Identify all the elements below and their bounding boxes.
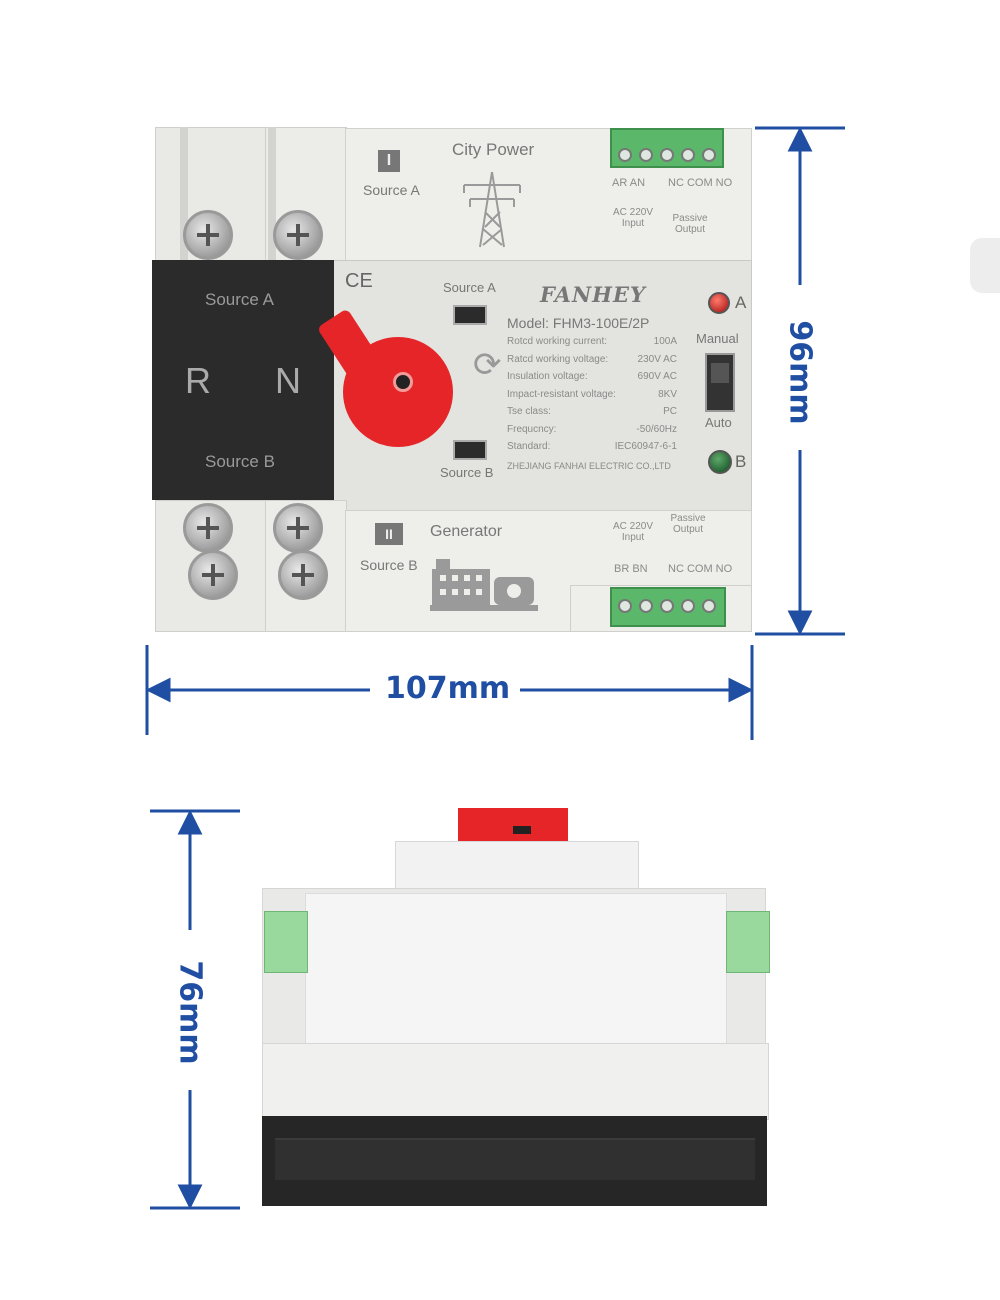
spec-row: Frequcncy: -50/60Hz [507,424,677,442]
output-terms-top: NC COM NO [668,177,733,189]
terminal-cover [152,260,334,500]
roman-two-badge: II [375,523,403,545]
device-top-view: I Source A City Power AR AN NC COM NO AC… [150,125,752,635]
top-right-terminal-screw [273,210,323,260]
height-dimension-label: 96mm [782,320,818,425]
generator-icon [430,559,538,611]
spec-key: Frequcncy: [507,423,557,435]
spec-value: 100A [653,336,677,347]
city-power-label: City Power [452,140,535,159]
cover-source-b: Source B [205,452,275,471]
side-left-terminal [264,911,308,973]
top-left-terminal-screw [183,210,233,260]
cover-r-label: R [185,360,211,401]
brand-logo: FANHEY [540,282,647,307]
bottom-right-lower-screw [278,550,328,600]
spec-value: IEC60947-6-1 [614,441,677,452]
model-label: Model: FHM3-100E/2P [507,315,650,331]
dimension-lines-side [150,809,240,1210]
edge-partial-shape [970,238,1000,293]
spec-row: Tse class: PC [507,406,677,424]
manual-label: Manual [696,331,739,346]
roman-one-badge: I [378,150,400,172]
side-handle-slot [513,826,531,834]
source-b-label-bottom: Source B [360,557,418,573]
spec-key: Standard: [507,441,551,452]
output-terms-bottom: NC COM NO [668,563,733,575]
spec-value: 230V AC [637,353,677,365]
cover-source-a: Source A [205,290,274,309]
generator-label: Generator [430,523,503,540]
spec-value: 690V AC [637,371,677,382]
spec-row: Rotcd working current: 100A [507,336,677,354]
indicator-a-label: A [735,293,747,312]
dimension-lines-top [145,126,845,740]
spec-key: Ratcd working voltage: [507,353,609,365]
din-rail-clip [275,1138,755,1180]
spec-row: Standard: IEC60947-6-1 [507,441,677,459]
spec-value: -50/60Hz [636,423,677,435]
indicator-b-led [708,450,732,474]
width-dimension-label: 107mm [385,671,511,706]
source-b-switch-label: Source B [440,465,494,480]
manufacturer-label: ZHEJIANG FANHAI ELECTRIC CO.,LTD [507,461,671,471]
auto-label: Auto [705,415,732,430]
source-a-window [453,305,487,325]
source-a-switch-label: Source A [443,280,496,295]
device-side-view [240,808,780,1208]
input-label-top: AC 220V Input [612,207,654,229]
channel-rib [180,127,188,262]
ce-mark: CE [345,270,373,292]
side-main-block [305,893,727,1050]
channel-rib [268,127,276,262]
top-control-terminal [610,128,724,168]
output-label-top: Passive Output [672,213,708,235]
cover-n-label: N [275,360,301,401]
handle-pivot-icon [393,372,413,392]
source-a-label-top: Source A [363,182,420,198]
source-b-window [453,440,487,460]
output-label-bottom: Passive Output [670,513,706,535]
bottom-terminal-recess [570,585,752,632]
spec-key: Insulation voltage: [507,371,588,382]
spec-key: Impact-resistant voltage: [507,388,616,400]
indicator-a-led [708,292,730,314]
input-label-bottom: AC 220V Input [612,521,654,543]
side-lower-block [262,1043,769,1120]
spec-row: Ratcd working voltage: 230V AC [507,354,677,372]
bottom-left-lower-screw [188,550,238,600]
spec-key: Rotcd working current: [507,336,608,347]
input-terms-bottom: BR BN [614,563,648,575]
spec-row: Insulation voltage: 690V AC [507,371,677,389]
side-handle [458,808,568,843]
transmission-tower-icon [463,171,521,248]
depth-dimension-label: 76mm [172,960,208,1065]
indicator-b-label: B [735,452,747,471]
spec-value: 8KV [658,388,677,400]
spec-value: PC [663,406,677,417]
input-terms-top: AR AN [612,177,646,189]
rotate-arrow-icon: ⟳ [473,346,502,384]
side-right-terminal [726,911,770,973]
spec-key: Tse class: [507,406,551,417]
manual-auto-switch[interactable] [705,353,735,412]
spec-row: Impact-resistant voltage: 8KV [507,389,677,407]
bottom-right-upper-screw [273,503,323,553]
spec-list: Rotcd working current: 100A Ratcd working … [507,336,677,459]
bottom-control-terminal [610,587,726,627]
